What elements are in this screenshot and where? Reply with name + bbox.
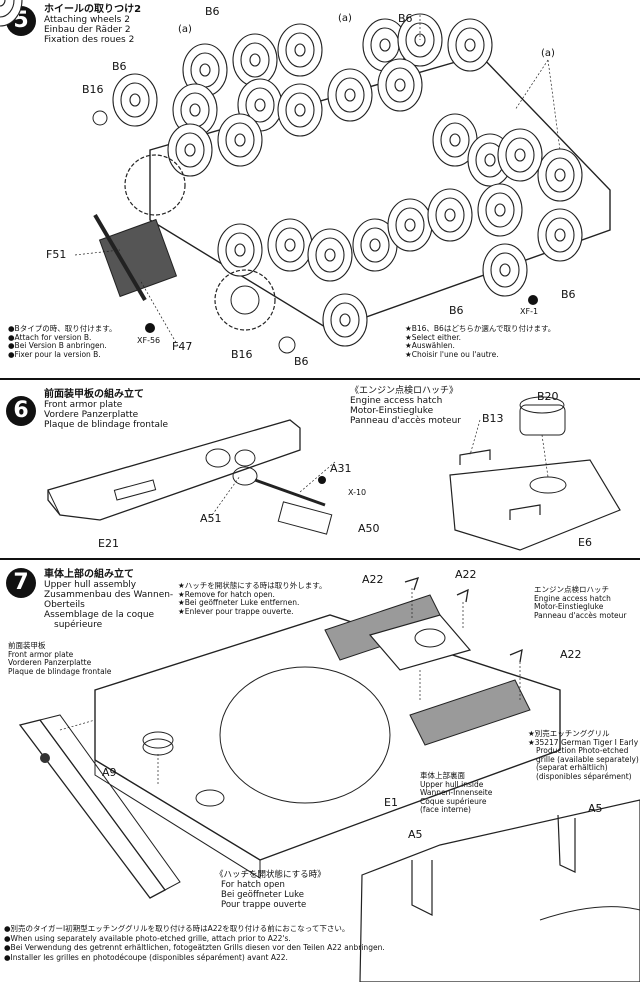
step-title: 車体上部の組み立て Upper hull assembly Zusammenba… <box>44 569 174 631</box>
label-b13: B13 <box>482 412 504 425</box>
label-f51: F51 <box>46 248 67 261</box>
label-xf1: XF-1 <box>520 307 539 316</box>
remove-for-hatch-open-note: ★ハッチを開状態にする時は取り外します。 ★Remove for hatch o… <box>178 581 327 616</box>
label-b20: B20 <box>537 390 559 403</box>
label-b16: B16 <box>231 348 253 361</box>
step-number: 7 <box>6 568 36 598</box>
label-a9: A9 <box>102 766 117 779</box>
step-7-section: 7 車体上部の組み立て Upper hull assembly Zusammen… <box>0 560 640 982</box>
label-a: (a) <box>541 48 555 59</box>
step-5-section: 5 ホイールの取りつけ2 Attaching wheels 2 Einbau d… <box>0 0 640 380</box>
engine-hatch-title: 《エンジン点検ロハッチ》 Engine access hatch Motor-E… <box>350 386 461 426</box>
label-b6: B6 <box>398 12 413 25</box>
label-a50: A50 <box>358 522 380 535</box>
photo-etched-grille-note: ★別売エッチンググリル ★35217 German Tiger I Early … <box>528 729 639 781</box>
label-a: (a) <box>338 13 352 24</box>
label-a22: A22 <box>362 573 384 586</box>
label-a: (a) <box>178 24 192 35</box>
upper-hull-inside-label: 車体上部裏面 Upper hull inside Wannen-Innensei… <box>420 771 493 814</box>
version-b-note: ●Bタイプの時、取り付けます。 ●Attach for version B. ●… <box>8 324 117 359</box>
wheel-assembly-drawing <box>0 0 611 354</box>
label-b6: B6 <box>449 304 464 317</box>
engine-hatch-label: エンジン点検ロハッチ Engine access hatch Motor-Ein… <box>534 585 627 620</box>
photo-etched-install-note: ●別売のタイガーⅠ初期型エッチンググリルを取り付ける時はA22を取り付ける前にお… <box>4 924 385 962</box>
label-a31: A31 <box>330 462 352 475</box>
label-b6: B6 <box>112 60 127 73</box>
label-a51: A51 <box>200 512 222 525</box>
front-armor-drawing <box>47 396 621 551</box>
step-6-section: 6 前面装甲板の組み立て Front armor plate Vordere P… <box>0 380 640 560</box>
step-title: ホイールの取りつけ2 Attaching wheels 2 Einbau der… <box>44 4 142 46</box>
label-e1: E1 <box>384 796 398 809</box>
label-xf56: XF-56 <box>137 336 161 345</box>
step-number: 6 <box>6 396 36 426</box>
label-a22: A22 <box>455 568 477 581</box>
label-b16: B16 <box>82 83 104 96</box>
label-b6: B6 <box>205 5 220 18</box>
for-hatch-open-label: 《ハッチを開状態にする時》 For hatch open Bei geöffne… <box>215 870 326 910</box>
label-e6: E6 <box>578 536 592 549</box>
label-a5: A5 <box>408 828 423 841</box>
label-b6: B6 <box>561 288 576 301</box>
step-title: 前面装甲板の組み立て Front armor plate Vordere Pan… <box>44 389 169 431</box>
label-a22: A22 <box>560 648 582 661</box>
label-f47: F47 <box>172 340 193 353</box>
label-a5: A5 <box>588 802 603 815</box>
select-either-note: ★B16、B6はどちらか選んで取り付けます。 ★Select either. ★… <box>405 324 556 359</box>
front-armor-plate-label: 前面装甲板 Front armor plate Vorderen Panzerp… <box>8 641 112 676</box>
upper-hull-drawing <box>18 577 640 982</box>
label-x10: X-10 <box>348 488 367 497</box>
label-b6: B6 <box>294 355 309 368</box>
label-e21: E21 <box>98 537 119 550</box>
